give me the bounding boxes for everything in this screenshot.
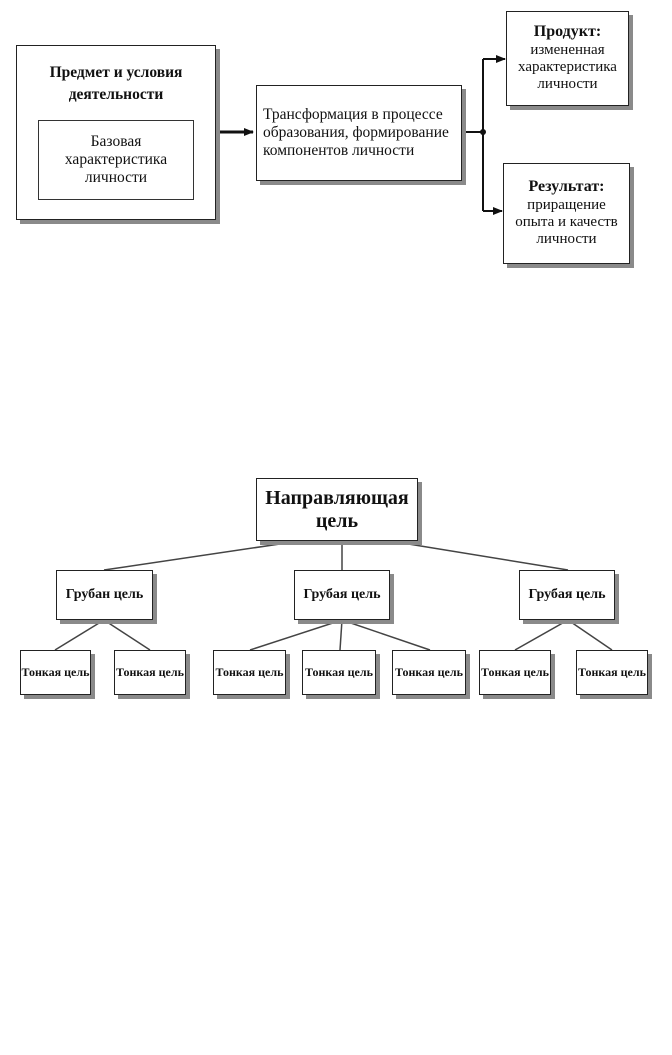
source-title: Предмет и условия деятельности xyxy=(49,64,183,103)
coarse-goal-1: Грубан цель xyxy=(56,570,153,620)
branch-node xyxy=(480,129,486,135)
process-box: Трансформация в процессе образования, фо… xyxy=(256,85,462,181)
process-text: Трансформация в процессе образования, фо… xyxy=(263,106,449,159)
fine-goal-3-2: Тонкая цель xyxy=(576,650,648,695)
result-title: Результат: xyxy=(528,178,605,196)
product-box: Продукт: измененная характеристика лично… xyxy=(506,11,629,106)
coarse-goal-3: Грубая цель xyxy=(519,570,615,620)
fine-goal-1-1: Тонкая цель xyxy=(20,650,91,695)
fine-goal-1-2: Тонкая цель xyxy=(114,650,186,695)
diagram2-connectors xyxy=(54,540,613,651)
inner-box-text: Базовая характеристика личности xyxy=(64,133,168,186)
inner-box-base-characteristic: Базовая характеристика личности xyxy=(38,120,194,200)
product-title: Продукт: xyxy=(533,23,602,41)
fine-goal-2-3: Тонкая цель xyxy=(392,650,466,695)
root-goal-text: Направляющая цель xyxy=(265,486,409,532)
coarse-goal-2: Грубая цель xyxy=(294,570,390,620)
result-box: Результат: приращение опыта и качеств ли… xyxy=(503,163,630,264)
fine-goal-3-1: Тонкая цель xyxy=(479,650,551,695)
fine-goal-2-1: Тонкая цель xyxy=(213,650,286,695)
fine-goal-2-2: Тонкая цель xyxy=(302,650,376,695)
result-text: приращение опыта и качеств личности xyxy=(515,196,618,248)
root-goal-box: Направляющая цель xyxy=(256,478,418,541)
product-text: измененная характеристика личности xyxy=(518,41,617,93)
source-box: Предмет и условия деятельности Базовая х… xyxy=(16,45,216,220)
